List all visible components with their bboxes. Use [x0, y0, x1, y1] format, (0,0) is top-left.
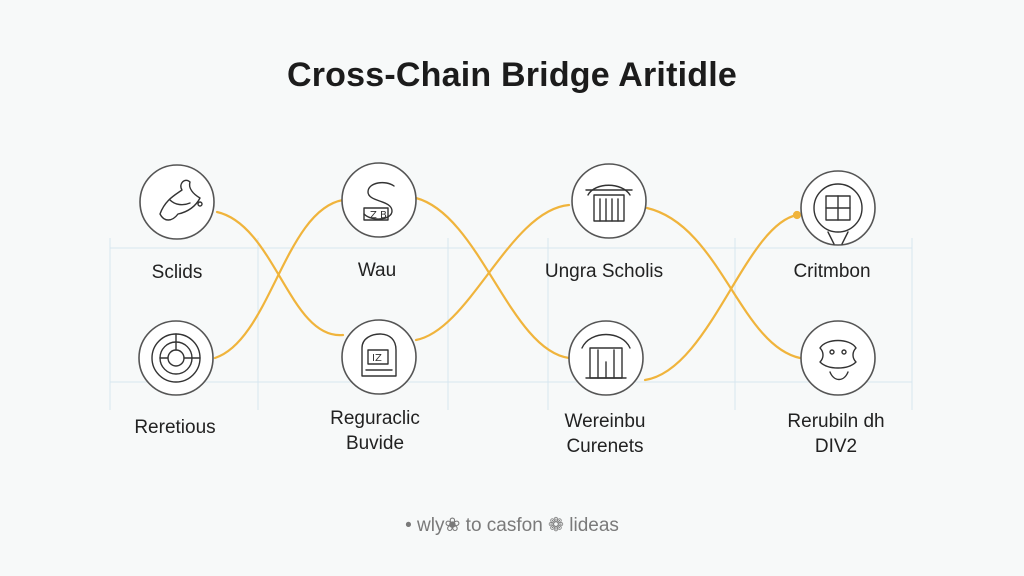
connector-wau-wereinbu	[414, 196, 571, 360]
node-circle-wereinbu	[568, 320, 644, 396]
diagram-title: Cross-Chain Bridge Aritidle	[287, 56, 737, 94]
node-circle-sclids	[139, 164, 215, 240]
node-circle-reretious	[138, 320, 214, 396]
node-circle-ungra	[571, 163, 647, 239]
coin-s-icon: Z B	[363, 181, 395, 221]
footer-caption: • wly❀ to casfon ❁ lideas	[405, 515, 619, 536]
node-label-ungra: Ungra Scholis	[544, 261, 664, 282]
svg-text:IZ: IZ	[372, 353, 382, 364]
node-label-wereinbu: Wereinbu Curenets	[564, 411, 646, 457]
node-label-sclids: Sclids	[151, 262, 203, 283]
connector-reguraclic-ungra	[414, 203, 571, 342]
connector-endpoint	[792, 210, 802, 220]
node-label-rerubiln: Rerubiln dh DIV2	[787, 411, 885, 457]
background-grid	[109, 238, 913, 410]
connector-sclids-reguraclic	[215, 210, 345, 337]
connector-reretious-wau	[213, 198, 345, 360]
node-label-reretious: Reretious	[134, 417, 216, 438]
maze-icon	[151, 333, 201, 383]
node-label-critmbon: Critmbon	[793, 261, 871, 282]
node-label-reguraclic: Reguraclic Buvide	[330, 408, 420, 454]
connector-wereinbu-critmbon	[643, 213, 799, 382]
node-circle-wau	[341, 162, 417, 238]
node-circles	[138, 162, 876, 396]
emblem-icon	[813, 183, 863, 245]
bridge-gate-icon	[585, 184, 633, 222]
node-circle-reguraclic	[341, 319, 417, 395]
connectors	[213, 196, 802, 382]
bird-sketch-icon	[159, 179, 203, 221]
device-icon: IZ	[361, 333, 397, 377]
temple-icon	[581, 333, 631, 379]
creature-icon	[819, 339, 857, 381]
node-circle-rerubiln	[800, 320, 876, 396]
connector-ungra-rerubiln	[645, 206, 802, 360]
svg-text:Z B: Z B	[370, 210, 387, 221]
node-label-wau: Wau	[357, 260, 397, 281]
